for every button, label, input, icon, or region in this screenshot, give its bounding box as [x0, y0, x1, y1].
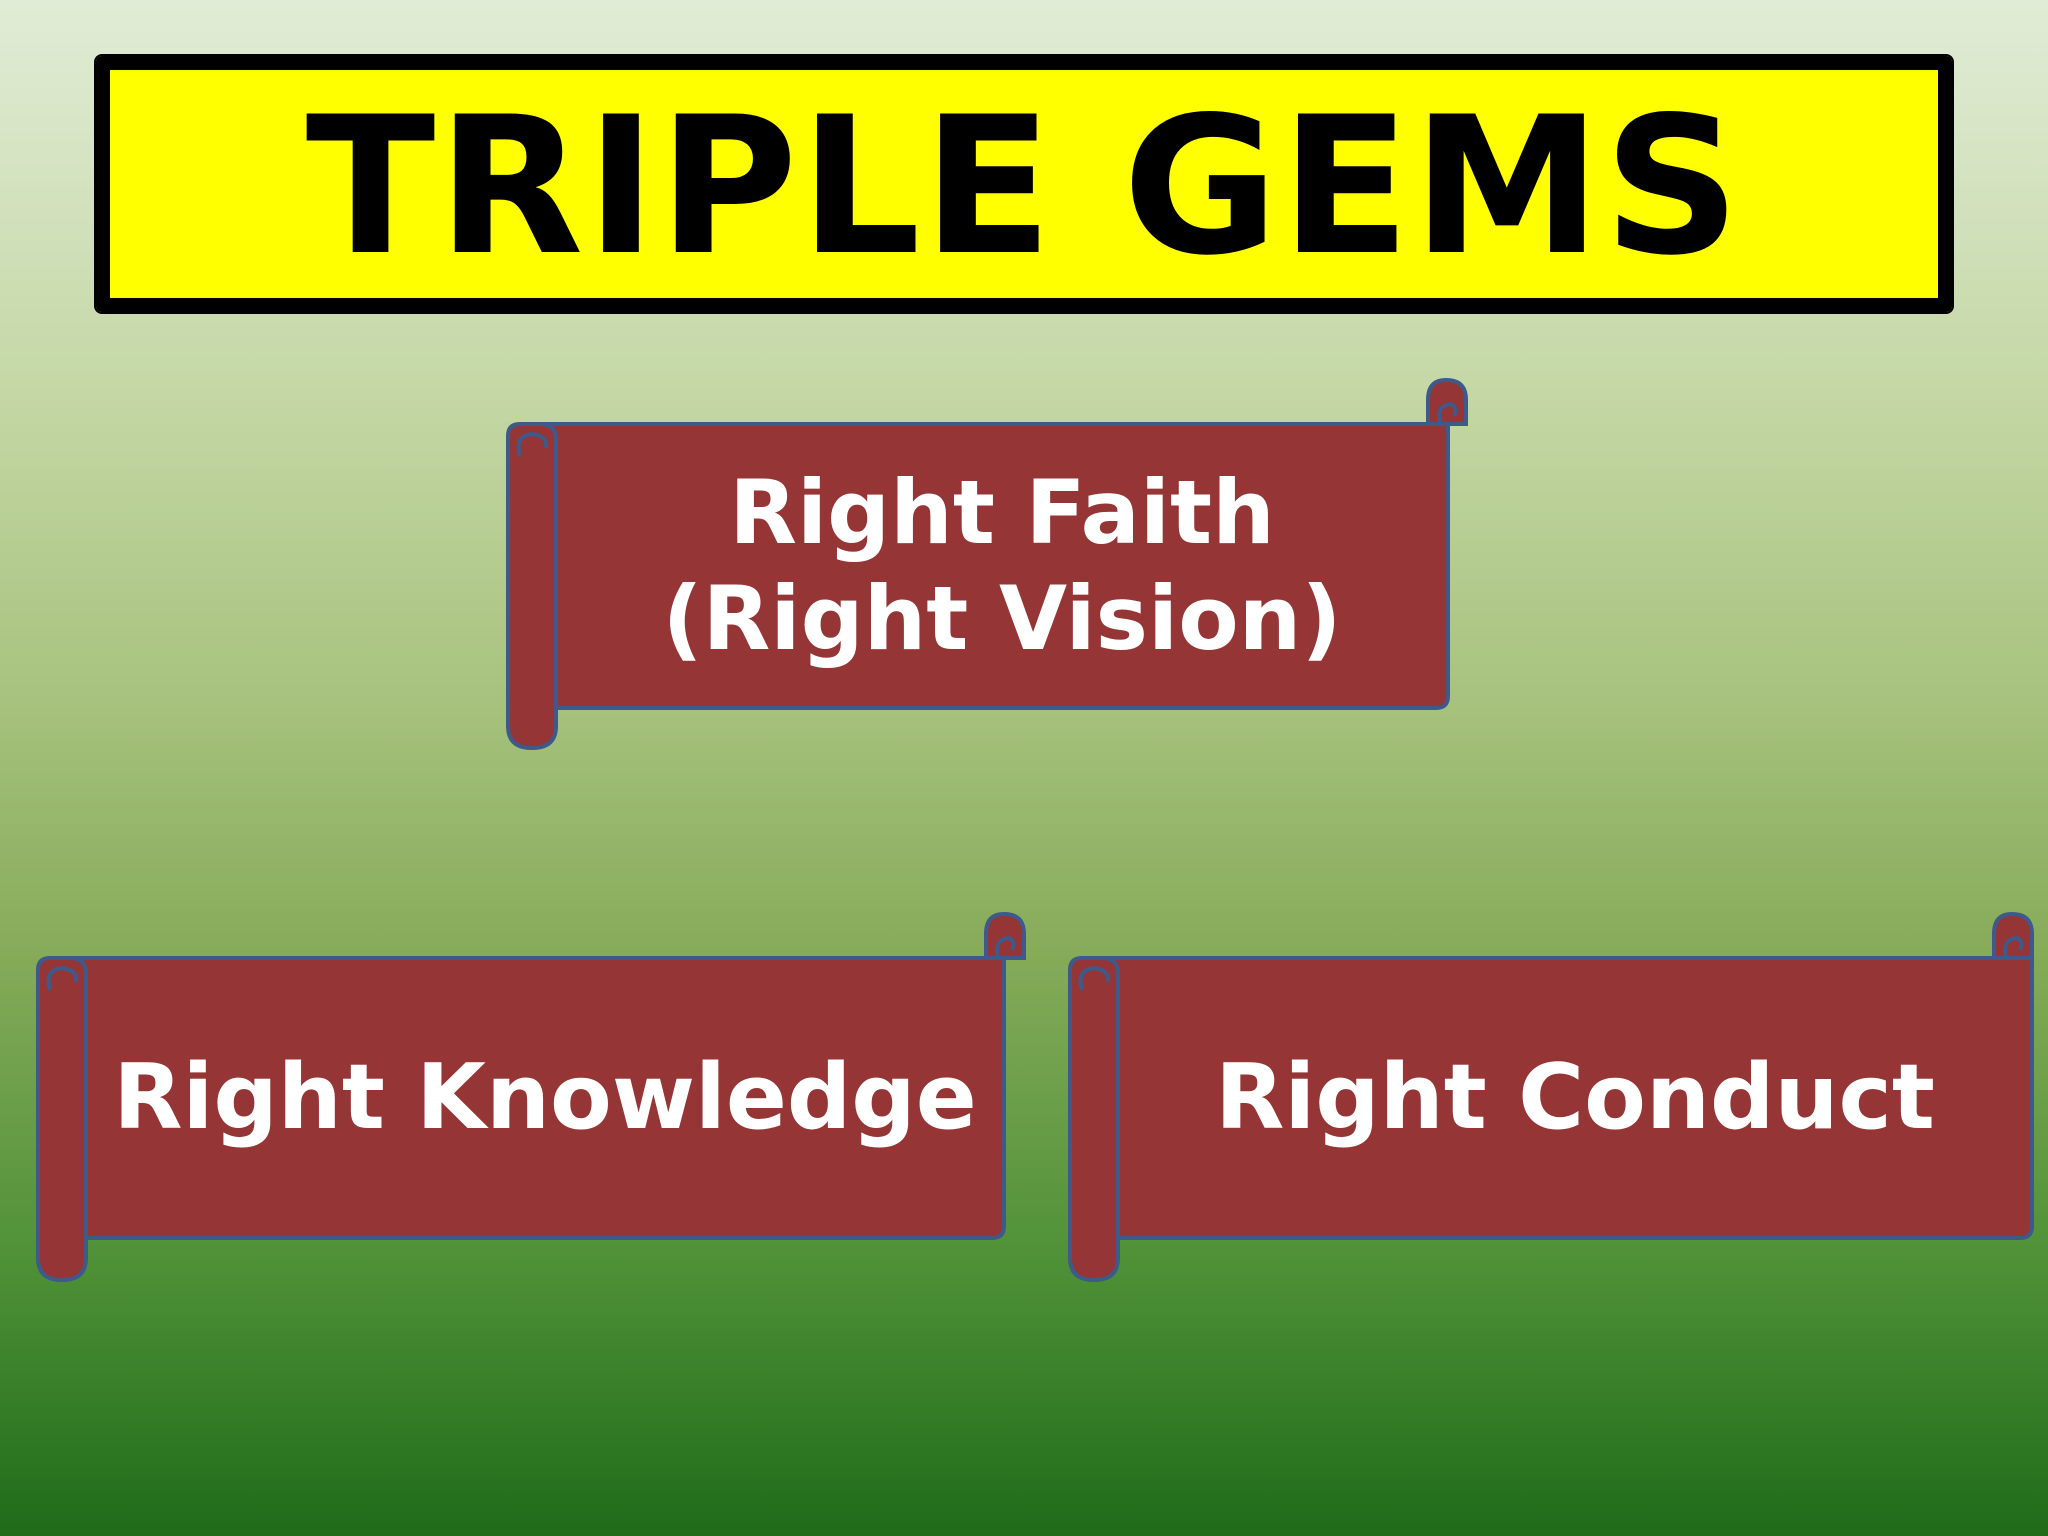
right-conduct-label: Right Conduct: [1215, 1045, 1935, 1150]
scroll-banner-shape: [1068, 911, 2034, 1283]
scroll-banner-shape: [506, 377, 1468, 751]
scroll-right-conduct-text: Right Conduct: [1118, 958, 2032, 1238]
scroll-right-faith: Right Faith (Right Vision): [504, 376, 1480, 756]
scroll-right-conduct: Right Conduct: [1066, 908, 2038, 1288]
scroll-right-knowledge-text: Right Knowledge: [86, 958, 1004, 1238]
scroll-banner-shape: [36, 911, 1026, 1283]
title-banner: TRIPLE GEMS: [94, 54, 1954, 314]
right-vision-label: (Right Vision): [662, 567, 1342, 670]
right-faith-label: Right Faith: [729, 461, 1275, 565]
slide-title: TRIPLE GEMS: [305, 76, 1743, 297]
right-knowledge-label: Right Knowledge: [113, 1045, 977, 1150]
scroll-right-faith-text: Right Faith (Right Vision): [556, 424, 1448, 708]
scroll-right-knowledge: Right Knowledge: [34, 908, 1026, 1288]
